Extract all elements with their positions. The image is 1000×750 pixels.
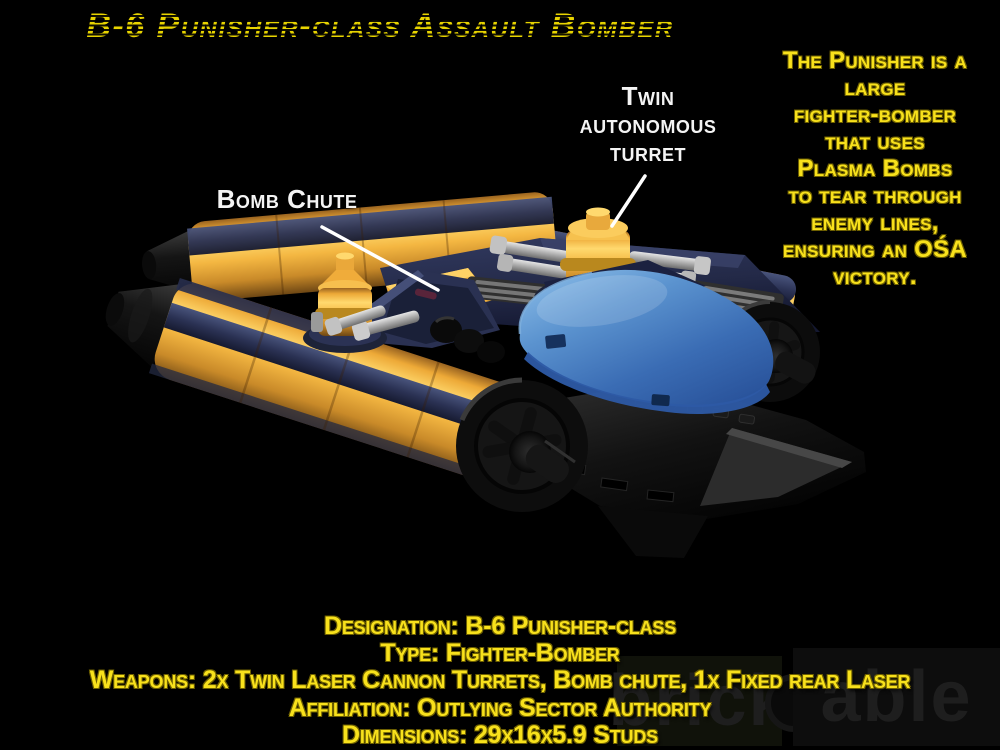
description-line: fighter-bomber: [793, 101, 957, 128]
turret-main-guns-left: [489, 235, 575, 280]
watermark-brick-text: brick: [608, 661, 791, 741]
description-line: Plasma Bombs: [797, 155, 953, 182]
description-line: victory.: [833, 263, 917, 290]
description-line: to tear through: [788, 182, 962, 209]
spec-block: Designation: B-6 Punisher-class Type: Fi…: [0, 612, 1000, 749]
description-line: enemy lines,: [811, 209, 939, 236]
description-line: The Punisher is a: [782, 47, 968, 74]
callout-lines: [320, 174, 647, 292]
description-box: The Punisher is a large fighter-bomber t…: [752, 47, 998, 290]
nose-keel: [598, 506, 708, 558]
spec-dimensions: Dimensions: 29x16x5.9 Studs: [342, 720, 658, 749]
callout-turret-label: Twin autonomous turret: [579, 81, 717, 167]
watermark-panel-right: able: [793, 648, 1000, 746]
description-line: that uses: [825, 128, 925, 155]
description-line: ensuring an OŚA: [782, 236, 968, 263]
watermark-able-text: able: [820, 657, 973, 737]
callout-bomb-chute-label: Bomb Chute: [216, 184, 358, 214]
spec-designation: Designation: B-6 Punisher-class: [323, 612, 677, 640]
cockpit-canopy: [518, 260, 774, 414]
spec-type: Type: Fighter-Bomber: [380, 639, 620, 668]
nose-ramp: [700, 428, 852, 506]
page-title: B-6 Punisher-class Assault Bomber: [50, 7, 710, 46]
description-line: large: [844, 74, 906, 101]
spec-affiliation: Affiliation: Outlying Sector Authority: [288, 693, 712, 722]
callout-line-turret: [610, 174, 647, 228]
bomb-greebles: [430, 316, 505, 363]
engine-ring-left: [456, 377, 588, 512]
engine-pod-lower-left: [105, 277, 532, 490]
watermark-panel-left: brick: [608, 656, 789, 746]
callout-line-bomb-chute: [320, 225, 440, 292]
turret-secondary: [303, 252, 420, 353]
watermark: brick able: [608, 648, 1000, 748]
turret-secondary-guns: [351, 310, 420, 341]
spec-weapons: Weapons: 2x Twin Laser Cannon Turrets, B…: [89, 666, 911, 695]
